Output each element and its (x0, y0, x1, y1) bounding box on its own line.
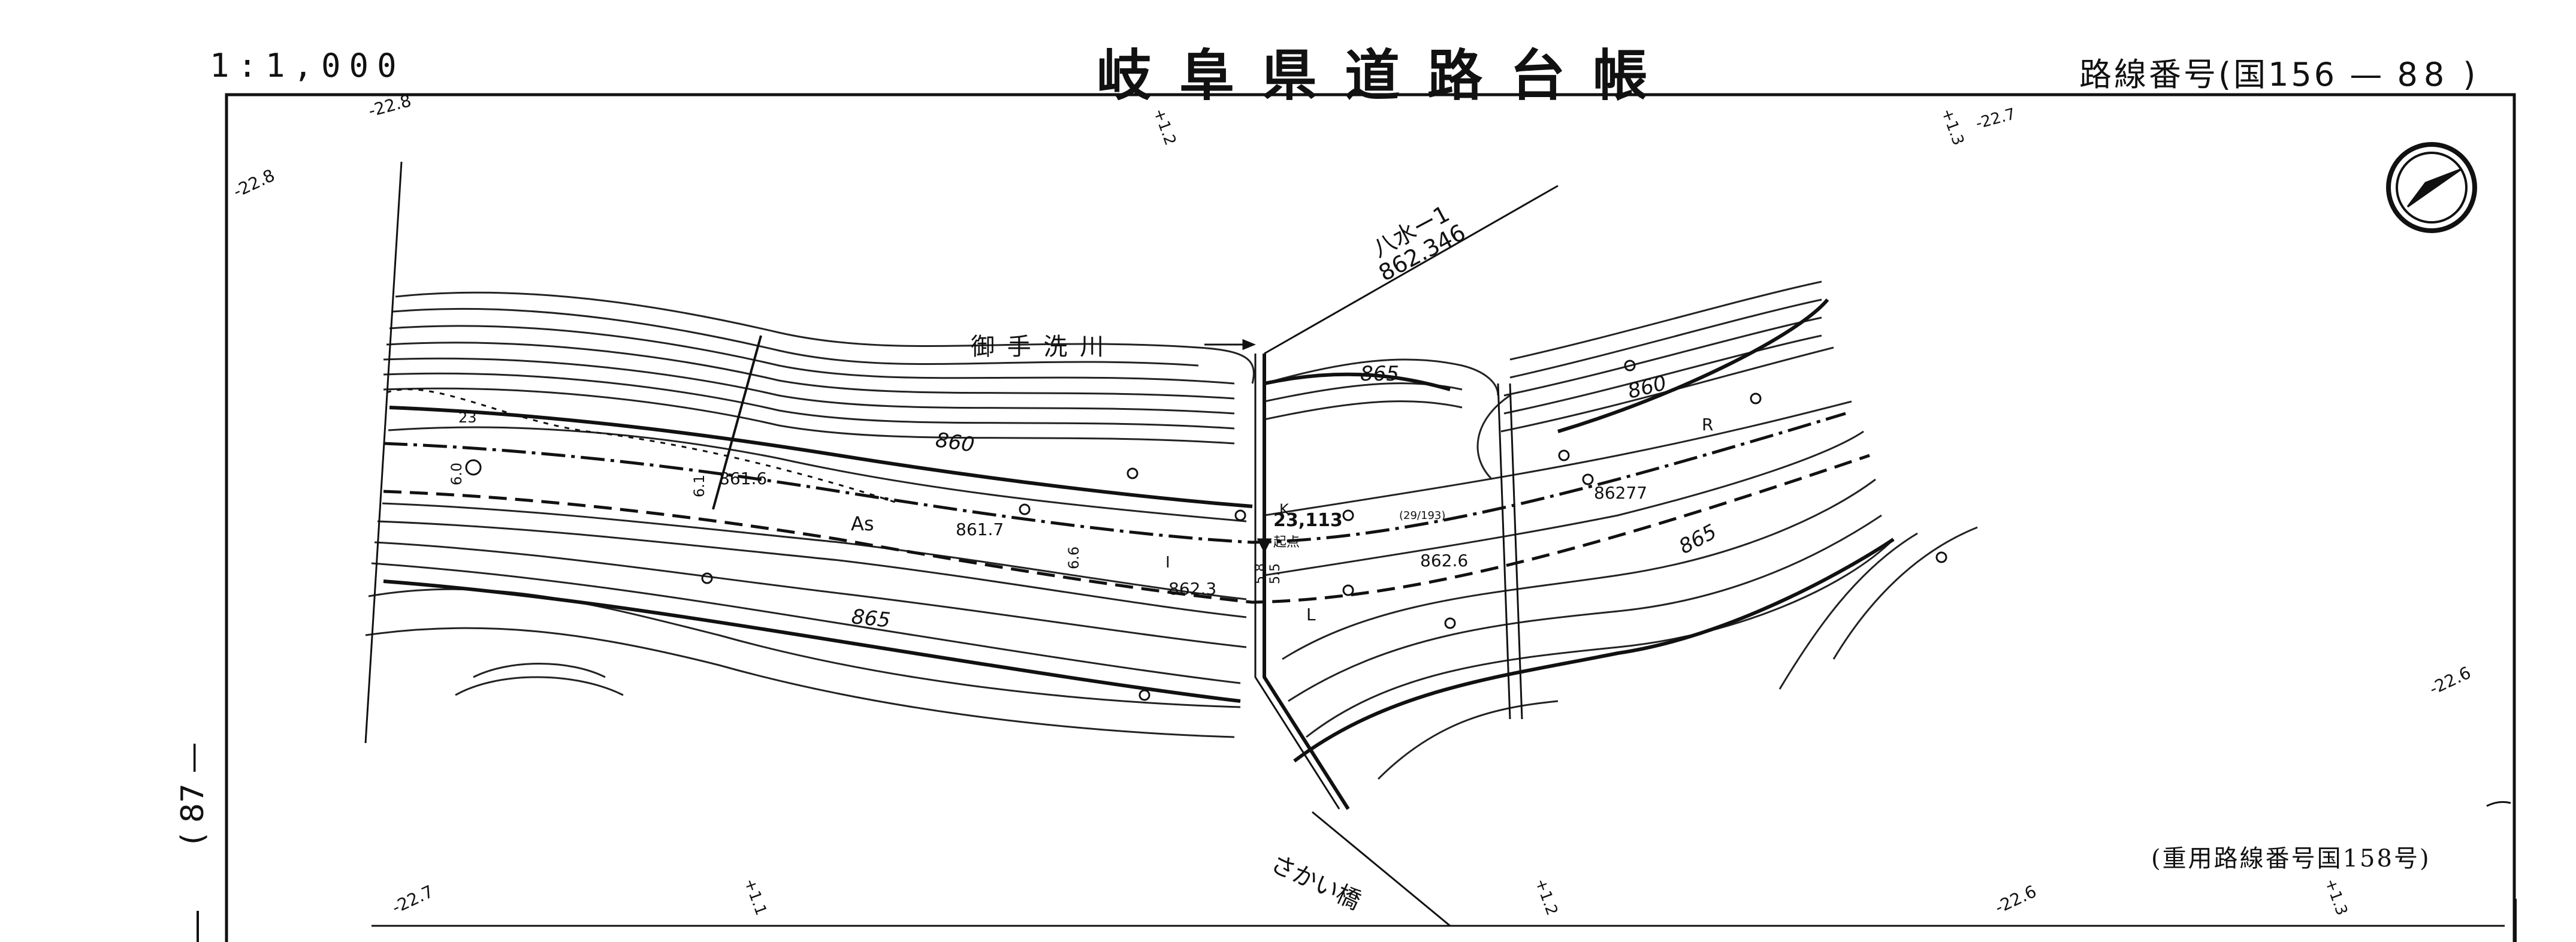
elevation-86277: 86277 (1594, 483, 1647, 503)
bridge-name: さかい橋 (1266, 850, 1364, 915)
road-edge-right: R (1702, 415, 1713, 434)
grid-label-top-3: -22.7 (1974, 105, 2018, 132)
contour-label-865a: 865 (1360, 362, 1399, 386)
route-close: ) (2463, 56, 2478, 93)
mark-i: I (1165, 554, 1170, 572)
grid-label-left-edge: -22.8 (230, 165, 278, 202)
map-frame (225, 93, 2516, 942)
grid-label-bottom-1: +1.1 (740, 876, 770, 918)
start-point-label: 起点 (1273, 535, 1300, 550)
elevation-862-6: 862.6 (1420, 551, 1468, 570)
route-label: 路線番号(国 (2079, 56, 2269, 93)
elevation-862-3: 862.3 (1168, 579, 1216, 599)
route-page: 88 (2397, 56, 2451, 93)
road (383, 335, 1870, 810)
width-6-6: 6.6 (1065, 547, 1082, 569)
leader-lines (364, 161, 1559, 927)
contour-label-860b: 860 (1626, 371, 1669, 404)
contour-label-860a: 860 (934, 428, 976, 457)
margin-bracket-right (2486, 801, 2511, 807)
grid-label-bottom-left: -22.7 (389, 881, 437, 918)
grid-label-bottom-4: +1.3 (2321, 876, 2351, 918)
grid-label-bottom-3: -22.6 (1992, 881, 2040, 918)
grid-label-bottom-2: +1.2 (1531, 876, 1561, 918)
width-23: 23 (458, 409, 477, 426)
contour-label-865c: 865 (1675, 520, 1720, 559)
width-5-5: 5.5 (1268, 563, 1283, 584)
contour-lines (365, 280, 1978, 780)
station-number: 23,113 (1273, 510, 1343, 531)
north-arrow-icon (2386, 142, 2477, 233)
route-separator: — (2349, 56, 2385, 93)
contour-label-865b: 865 (850, 605, 892, 633)
surface-label: As (851, 512, 874, 535)
route-number: 路線番号(国156 — 88 ) (2079, 48, 2478, 95)
width-5-8: 5.8 (1253, 563, 1268, 584)
map-scale: 1:1,000 (210, 47, 405, 84)
width-6-0: 6.0 (448, 463, 465, 485)
elevation-861-7: 861.7 (956, 520, 1004, 539)
route-number-value: 156 (2268, 56, 2338, 93)
station-note: (29/193) (1399, 509, 1445, 522)
grid-label-top-2: +1.3 (1937, 106, 1967, 148)
road-edge-left: L (1306, 605, 1316, 624)
utility-pole-icon (465, 459, 482, 476)
page-title: 岐阜県道路台帳 (1097, 44, 1676, 108)
elevation-861-6: 861.6 (719, 469, 767, 488)
river-name: 御 手 洗 川 (971, 333, 1106, 361)
index-contours (383, 298, 1895, 763)
point-marker: K (1279, 501, 1289, 518)
overlap-route-note: (重用路線番号国158号) (2151, 845, 2431, 872)
start-point-icon (1257, 538, 1272, 554)
grid-label-top-1: +1.2 (1149, 106, 1179, 148)
map-symbols (465, 360, 1947, 701)
grid-label-right: -22.6 (2426, 663, 2474, 699)
width-6-1: 6.1 (691, 475, 708, 497)
